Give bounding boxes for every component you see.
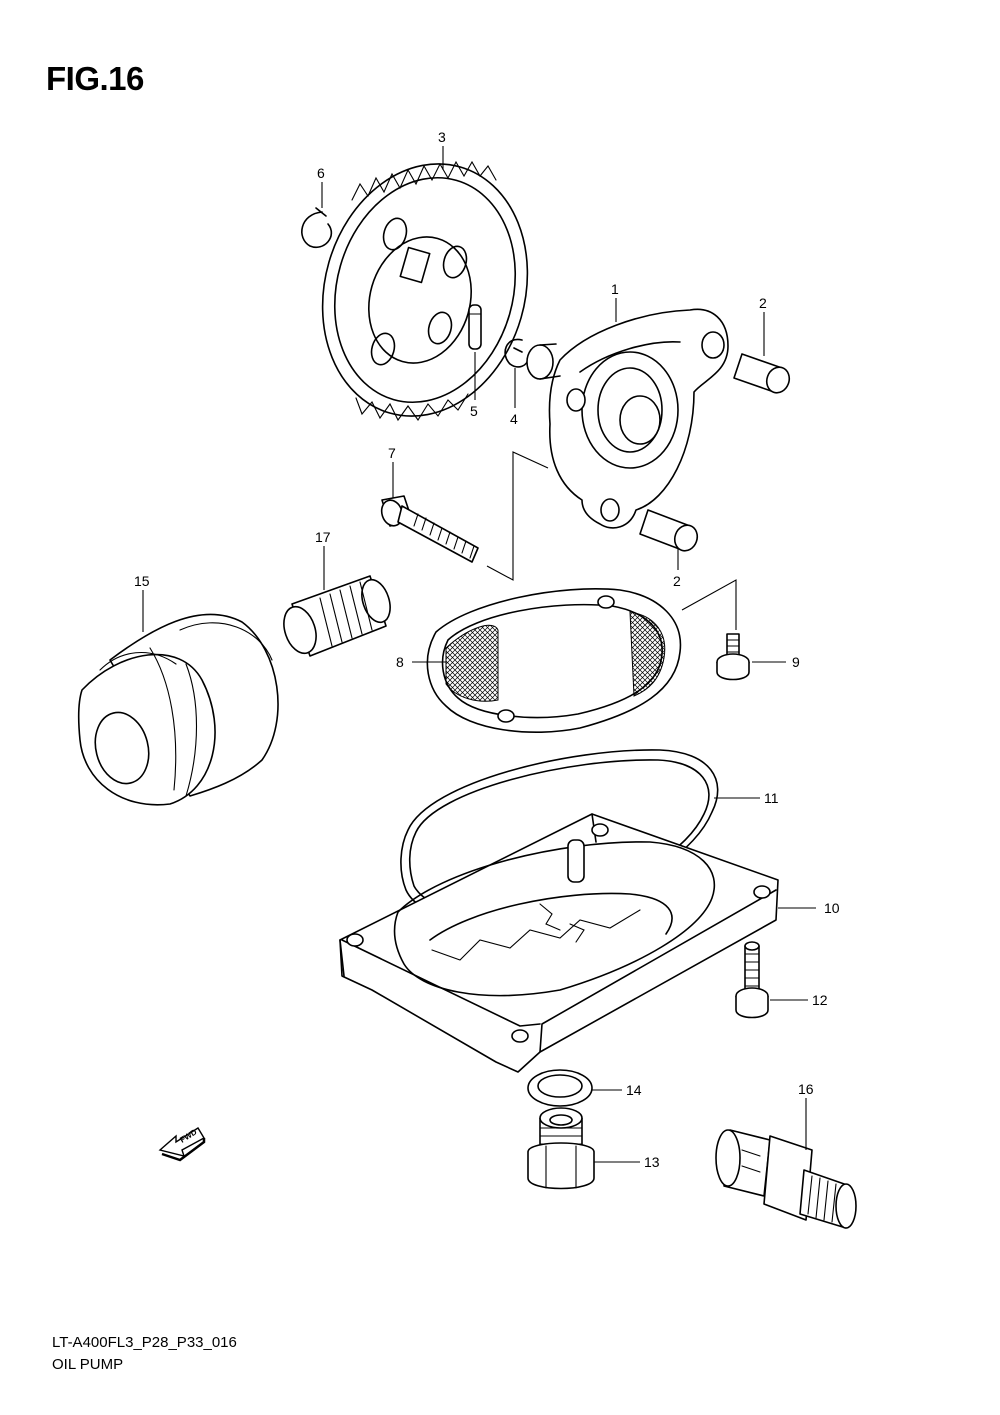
figure-title: FIG.16 (46, 60, 144, 97)
callout-labels: 1 2 2 3 4 5 6 7 8 9 10 11 12 13 14 15 16… (134, 129, 840, 1170)
oil-filter (77, 613, 279, 806)
thrust-washer (504, 338, 529, 368)
callout-part-1: 1 (611, 281, 619, 297)
oil-pan-bolt (735, 941, 769, 1019)
circlip (301, 207, 333, 249)
callout-part-16: 16 (798, 1081, 814, 1097)
callout-part-10: 10 (824, 900, 840, 916)
callout-part-17: 17 (315, 529, 331, 545)
callout-part-4: 4 (510, 411, 518, 427)
oil-pan (339, 813, 779, 1073)
callout-part-12: 12 (812, 992, 828, 1008)
callout-part-5: 5 (470, 403, 478, 419)
leader-lines (142, 146, 816, 1163)
dowel-pin-lower (639, 509, 699, 552)
o-ring (400, 749, 719, 922)
callout-part-3: 3 (438, 129, 446, 145)
callout-part-9: 9 (792, 654, 800, 670)
callout-part-13: 13 (644, 1154, 660, 1170)
drain-plug-gasket (527, 1069, 593, 1107)
oil-filter-union (283, 575, 391, 657)
drive-pin (468, 304, 482, 350)
figure-name: OIL PUMP (52, 1356, 124, 1373)
oil-pump-assembly (526, 308, 729, 529)
callout-part-7: 7 (388, 445, 396, 461)
callout-part-15: 15 (134, 573, 150, 589)
callout-part-6: 6 (317, 165, 325, 181)
callout-part-14: 14 (626, 1082, 642, 1098)
oil-pressure-switch (715, 1129, 857, 1229)
dowel-pin-upper (733, 353, 791, 394)
oil-strainer (426, 588, 682, 733)
drain-plug (527, 1107, 595, 1190)
pump-mounting-bolt (380, 495, 479, 563)
callout-part-11: 11 (764, 790, 779, 806)
callout-part-2-lower: 2 (673, 573, 681, 589)
figure-code: LT-A400FL3_P28_P33_016 (52, 1334, 237, 1351)
oil-pump-driven-gear (321, 160, 529, 422)
strainer-screw (716, 633, 750, 681)
callout-part-2-upper: 2 (759, 295, 767, 311)
forward-direction-arrow: FWD (158, 1127, 206, 1162)
callout-part-8: 8 (396, 654, 404, 670)
